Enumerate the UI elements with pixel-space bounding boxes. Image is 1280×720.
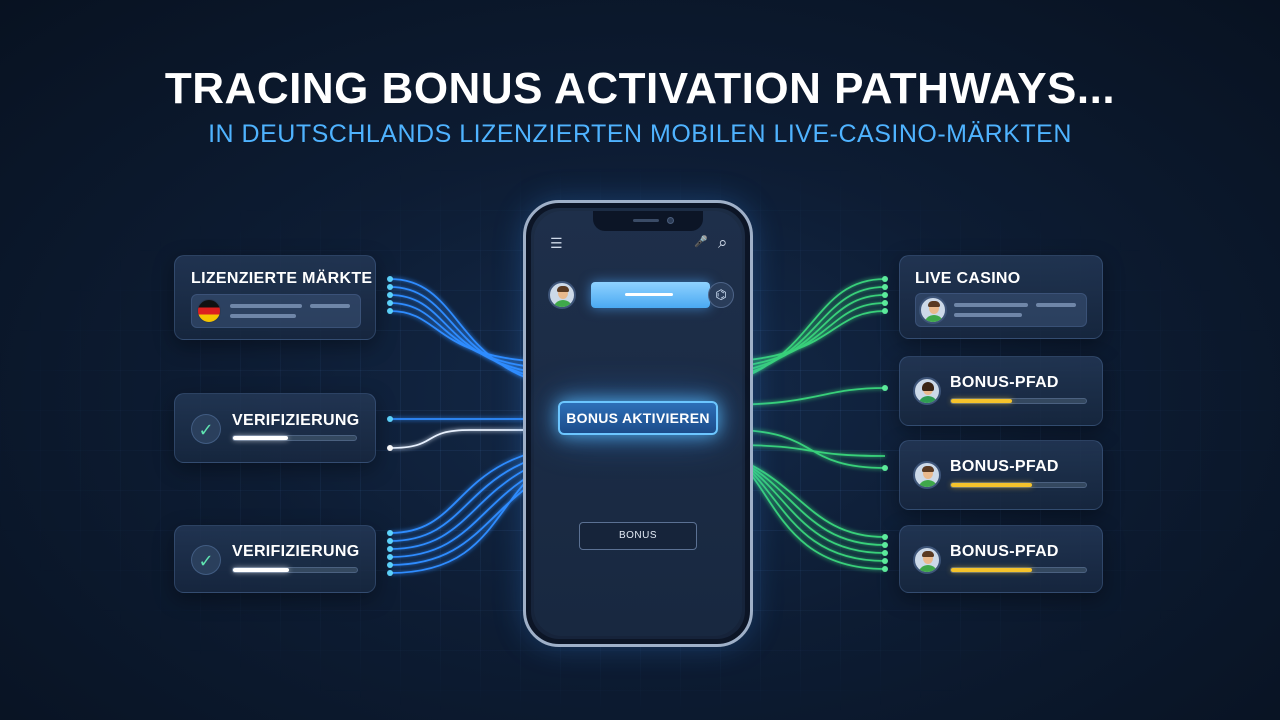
- page-title: TRACING BONUS ACTIVATION PATHWAYS...: [164, 64, 1116, 113]
- progress-bar: [232, 435, 357, 441]
- avatar-icon: [919, 296, 947, 324]
- profile-action-icon[interactable]: ⌬: [708, 282, 734, 308]
- camera-icon: [667, 217, 674, 224]
- panel-verification-1: ✓ VERIFIZIERUNG: [174, 393, 376, 463]
- placeholder-line: [230, 304, 302, 308]
- bonus-button[interactable]: BONUS: [579, 522, 697, 550]
- progress-fill: [233, 436, 289, 440]
- panel-title: LIVE CASINO: [915, 270, 1021, 287]
- avatar-icon: [913, 461, 941, 489]
- progress-fill: [233, 568, 289, 572]
- panel-title: VERIFIZIERUNG: [232, 543, 360, 560]
- panel-live-casino: LIVE CASINO: [899, 255, 1103, 339]
- panel-verification-2: ✓ VERIFIZIERUNG: [174, 525, 376, 593]
- placeholder-line: [1036, 303, 1076, 307]
- placeholder-line: [310, 304, 350, 308]
- panel-title: LIZENZIERTE MÄRKTE: [191, 270, 373, 287]
- wire: [729, 444, 886, 457]
- progress-bar: [950, 398, 1087, 404]
- user-avatar-icon: [548, 281, 576, 309]
- panel-licensed-markets: LIZENZIERTE MÄRKTE: [174, 255, 376, 340]
- menu-icon[interactable]: ☰: [550, 235, 563, 251]
- placeholder-line: [954, 313, 1022, 317]
- progress-bar: [950, 567, 1087, 573]
- panel-title: BONUS-PFAD: [950, 543, 1059, 560]
- placeholder-line: [954, 303, 1028, 307]
- progress-fill: [951, 399, 1012, 403]
- speaker-grille: [633, 219, 659, 222]
- progress-bar: [232, 567, 358, 573]
- panel-bonus-path-2: BONUS-PFAD: [899, 440, 1103, 510]
- phone-notch: [593, 211, 703, 231]
- progress-fill: [951, 568, 1032, 572]
- panel-title: BONUS-PFAD: [950, 458, 1059, 475]
- germany-flag-icon: [197, 299, 221, 323]
- right-wires-mid: [729, 429, 886, 469]
- check-icon: ✓: [191, 414, 221, 444]
- header-pill-button[interactable]: [591, 282, 710, 308]
- progress-fill: [951, 483, 1032, 487]
- panel-bonus-path-3: BONUS-PFAD: [899, 525, 1103, 593]
- panel-title: VERIFIZIERUNG: [232, 412, 360, 429]
- page-subtitle: IN DEUTSCHLANDS LIZENZIERTEN MOBILEN LIV…: [208, 120, 1072, 148]
- microphone-icon[interactable]: 🎤: [694, 236, 708, 248]
- wire: [731, 429, 886, 469]
- placeholder-line: [230, 314, 296, 318]
- check-icon: ✓: [191, 545, 221, 575]
- casino-row: [915, 293, 1087, 327]
- progress-bar: [950, 482, 1087, 488]
- avatar-icon: [913, 546, 941, 574]
- avatar-icon: [913, 377, 941, 405]
- panel-title: BONUS-PFAD: [950, 374, 1059, 391]
- search-icon[interactable]: ⌕: [718, 233, 728, 252]
- activate-bonus-button[interactable]: BONUS AKTIVIEREN: [558, 401, 718, 435]
- wire: [389, 310, 561, 363]
- panel-bonus-path-1: BONUS-PFAD: [899, 356, 1103, 426]
- market-row: [191, 294, 361, 328]
- wire: [389, 429, 556, 449]
